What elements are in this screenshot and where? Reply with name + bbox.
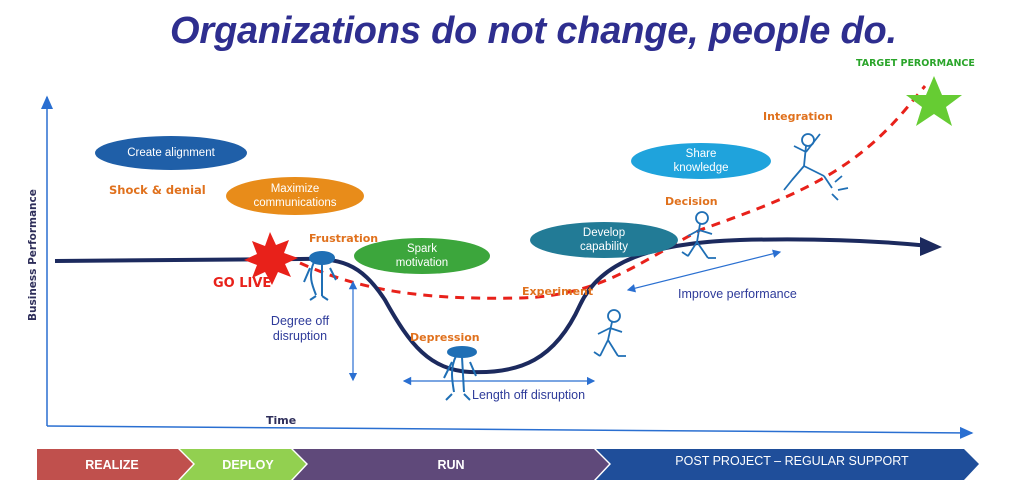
depressed-figure-icon [443, 346, 477, 401]
improve-performance-label: Improve performance [678, 287, 797, 301]
spark-motivation-oval: Spark motivation [354, 238, 490, 274]
stage-shock-denial: Shock & denial [109, 183, 206, 197]
spark-text-line2: motivation [395, 257, 449, 269]
phase-post-project-label: POST PROJECT – REGULAR SUPPORT [675, 454, 909, 468]
spark-text-line1: Spark [406, 242, 438, 255]
change-curve-arrowhead [920, 237, 942, 256]
share-text-line2: knowledge [673, 162, 729, 174]
create-alignment-text: Create alignment [127, 146, 215, 159]
target-performance-label: TARGET PERORMANCE [856, 58, 975, 69]
phase-run-chevron [293, 449, 609, 480]
go-live-burst-icon [244, 232, 298, 285]
degree-disruption-line1: Degree off [270, 314, 330, 328]
decision-figure-icon [681, 211, 716, 259]
phase-deploy-label: DEPLOY [222, 458, 274, 472]
phase-realize-chevron [37, 449, 193, 480]
develop-text-line2: capability [580, 241, 628, 253]
stage-integration: Integration [763, 110, 833, 123]
stage-decision: Decision [665, 195, 718, 208]
maximize-communications-oval: Maximize communications [226, 177, 364, 215]
share-knowledge-oval: Share knowledge [631, 143, 771, 179]
page-title: Organizations do not change, people do. [170, 10, 897, 52]
frustrated-figure-icon [303, 251, 337, 301]
degree-disruption-line2: disruption [272, 329, 328, 343]
length-disruption-label: Length off disruption [472, 388, 586, 402]
x-axis [46, 425, 974, 439]
y-axis-label: Business Performance [27, 189, 39, 321]
maximize-text-line2: communications [253, 197, 337, 209]
experiment-figure-icon [593, 309, 626, 357]
degree-disruption-label: Degree off disruption [258, 314, 342, 344]
phase-post-project-chevron [596, 449, 979, 480]
stage-frustration: Frustration [309, 232, 379, 245]
target-star-icon [906, 76, 962, 126]
develop-text-line1: Develop [582, 226, 626, 239]
maximize-text-line1: Maximize [270, 182, 320, 195]
stage-depression: Depression [410, 331, 480, 344]
change-curve [54, 237, 931, 375]
go-live-label: GO LIVE [213, 276, 272, 291]
share-text-line1: Share [685, 147, 717, 160]
improve-performance-arrow [626, 249, 782, 293]
phase-realize-label: REALIZE [85, 458, 139, 472]
stage-experiment: Experiment [522, 285, 594, 298]
create-alignment-oval: Create alignment [95, 136, 247, 170]
x-axis-label: Time [266, 414, 297, 427]
integration-figure-icon [783, 133, 849, 201]
phase-deploy-chevron [180, 449, 306, 480]
develop-capability-oval: Develop capability [530, 222, 678, 258]
phase-run-label: RUN [437, 458, 465, 472]
target-performance-curve [299, 85, 927, 300]
